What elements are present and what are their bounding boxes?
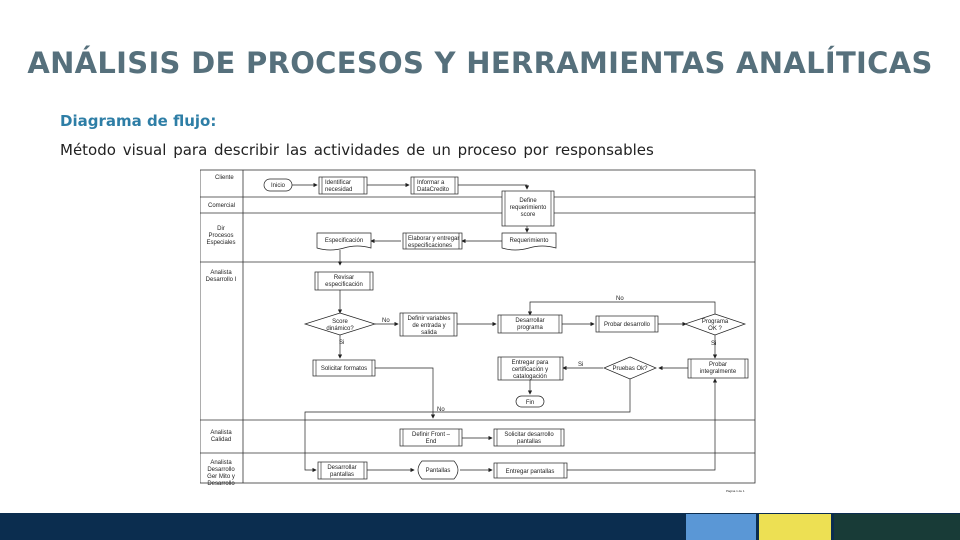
node-desarrollar-line1: Desarrollar <box>515 318 544 324</box>
node-solicitar-formatos: Solicitar formatos <box>312 359 376 377</box>
node-solicitar-formatos-label: Solicitar formatos <box>321 366 367 372</box>
node-entregar-cert-line2: certificación y <box>512 367 548 373</box>
lane-label-analista-desarrollo-line1: Analista <box>210 270 232 276</box>
swimlane-frame <box>200 169 756 484</box>
node-definir-front-line2: End <box>426 439 437 445</box>
lane-label-comercial: Comercial <box>208 203 235 209</box>
node-probar-int-line1: Probar <box>709 362 727 368</box>
node-solicitar-des-line2: pantallas <box>517 439 541 445</box>
lane-label-analista-ger-line1: Analista <box>210 460 232 466</box>
node-elaborar-line1: Elaborar y entregar <box>408 236 459 242</box>
footer-accent-yellow <box>759 514 831 540</box>
node-desarrollar-pant-line1: Desarrollar <box>327 465 356 471</box>
node-probar-int-line2: integralmente <box>700 369 737 375</box>
node-entregar-pantallas: Entregar pantallas <box>493 462 568 479</box>
node-definir-requerimiento: Define requerimiento score <box>501 190 555 227</box>
node-definir-req-line2: requerimiento <box>510 205 547 211</box>
edge-label-si-programa: Si <box>711 341 716 347</box>
node-probar-integralmente: Probar integralmente <box>687 358 749 379</box>
node-pruebas-ok-label: Pruebas Ok? <box>612 366 648 372</box>
slide-description: Método visual para describir las activid… <box>60 141 654 159</box>
node-entregar-cert-line3: catalogación <box>513 374 547 380</box>
node-identificar-line1: Identificar <box>325 180 351 186</box>
node-probar-desarrollo-label: Probar desarrollo <box>604 322 651 328</box>
edge-label-no-programa: No <box>616 296 624 302</box>
node-revisar-especificacion: Revisar especificación <box>314 271 374 291</box>
node-entregar-certificacion: Entregar para certificación y catalogaci… <box>497 356 564 381</box>
lane-label-cliente: Cliente <box>215 175 234 181</box>
node-requerimiento: Requerimiento <box>501 232 557 251</box>
node-elaborar-line2: especificaciones <box>408 243 452 249</box>
lane-label-analista-calidad-line1: Analista <box>210 430 232 436</box>
lane-label-analista-desarrollo-line2: Desarrollo I <box>206 277 237 283</box>
lane-label-dir-line1: Dir <box>217 226 225 232</box>
node-informar-line2: DataCredito <box>417 187 450 193</box>
lane-label-analista-ger-line3: Ger Mito y <box>207 474 235 480</box>
lane-label-dir-line3: Especiales <box>206 240 235 246</box>
node-revisar-line1: Revisar <box>334 275 354 281</box>
node-entregar-pant-label: Entregar pantallas <box>506 469 555 475</box>
node-informar-datacredito: Informar a DataCredito <box>410 176 459 195</box>
node-definir-variables: Definir variables de entrada y salida <box>399 312 458 337</box>
flowchart-diagram: Cliente Comercial Dir Procesos Especiale… <box>200 169 756 493</box>
node-requerimiento-label: Requerimiento <box>509 238 549 244</box>
node-fin-label: Fin <box>526 400 534 406</box>
node-especificacion: Especificación <box>316 232 372 251</box>
node-probar-desarrollo: Probar desarrollo <box>595 315 659 333</box>
edge-label-no-pruebas: No <box>437 407 445 413</box>
slide-subtitle: Diagrama de flujo: <box>60 112 217 130</box>
node-definir-front-end: Definir Front – End <box>399 428 463 447</box>
slide-title: ANÁLISIS DE PROCESOS Y HERRAMIENTAS ANAL… <box>27 46 933 80</box>
node-score-line1: Score <box>332 319 348 325</box>
edge-label-si-score: Si <box>339 340 344 346</box>
node-pantallas: Pantallas <box>417 460 459 480</box>
node-pantallas-label: Pantallas <box>426 468 451 474</box>
node-identificar-line2: necesidad <box>325 187 352 193</box>
node-pruebas-ok: Pruebas Ok? <box>603 356 657 380</box>
node-desarrollar-pant-line2: pantallas <box>330 472 354 478</box>
node-entregar-cert-line1: Entregar para <box>512 360 549 366</box>
node-programa-ok-line2: OK ? <box>708 326 722 332</box>
node-definir-var-line1: Definir variables <box>407 316 450 322</box>
node-inicio: Inicio <box>263 178 293 192</box>
node-revisar-line2: especificación <box>325 282 363 288</box>
node-fin: Fin <box>515 395 545 408</box>
node-desarrollar-pantallas: Desarrollar pantallas <box>317 461 368 480</box>
node-programa-ok-line1: Programa <box>702 319 729 325</box>
node-definir-front-line1: Definir Front – <box>412 432 451 438</box>
node-solicitar-des-line1: Solicitar desarrollo <box>504 432 554 438</box>
node-identificar-necesidad: Identificar necesidad <box>318 176 368 195</box>
node-solicitar-desarrollo-pantallas: Solicitar desarrollo pantallas <box>493 428 565 447</box>
node-desarrollar-programa: Desarrollar programa <box>497 314 563 334</box>
node-definir-var-line2: de entrada y <box>412 323 445 329</box>
flow-connectors <box>292 182 718 473</box>
node-definir-req-line1: Define <box>519 198 537 204</box>
node-informar-line1: Informar a <box>417 180 445 186</box>
edge-label-no-score: No <box>382 318 390 324</box>
node-definir-req-line3: score <box>521 212 536 218</box>
node-especificacion-label: Especificación <box>325 238 363 244</box>
node-desarrollar-line2: programa <box>517 325 543 331</box>
lane-label-analista-ger-line2: Desarrollo <box>207 467 235 473</box>
edge-label-si-pruebas: Si <box>578 362 583 368</box>
node-score-dinamico: Score dinámico? <box>303 312 377 336</box>
node-inicio-label: Inicio <box>271 183 286 189</box>
footer-accent-green <box>834 514 960 540</box>
node-elaborar-especificaciones: Elaborar y entregar especificaciones <box>402 232 463 250</box>
lane-label-analista-ger-line4: Desarrollo <box>207 481 235 487</box>
lane-label-analista-calidad-line2: Calidad <box>211 437 231 443</box>
node-definir-var-line3: salida <box>421 330 437 336</box>
footer-accent-blue <box>686 514 756 540</box>
node-score-line2: dinámico? <box>326 326 354 332</box>
page-number: Página 1 de 1 <box>726 489 745 493</box>
node-programa-ok: Programa OK ? <box>683 313 747 336</box>
lane-label-dir-line2: Procesos <box>208 233 233 239</box>
